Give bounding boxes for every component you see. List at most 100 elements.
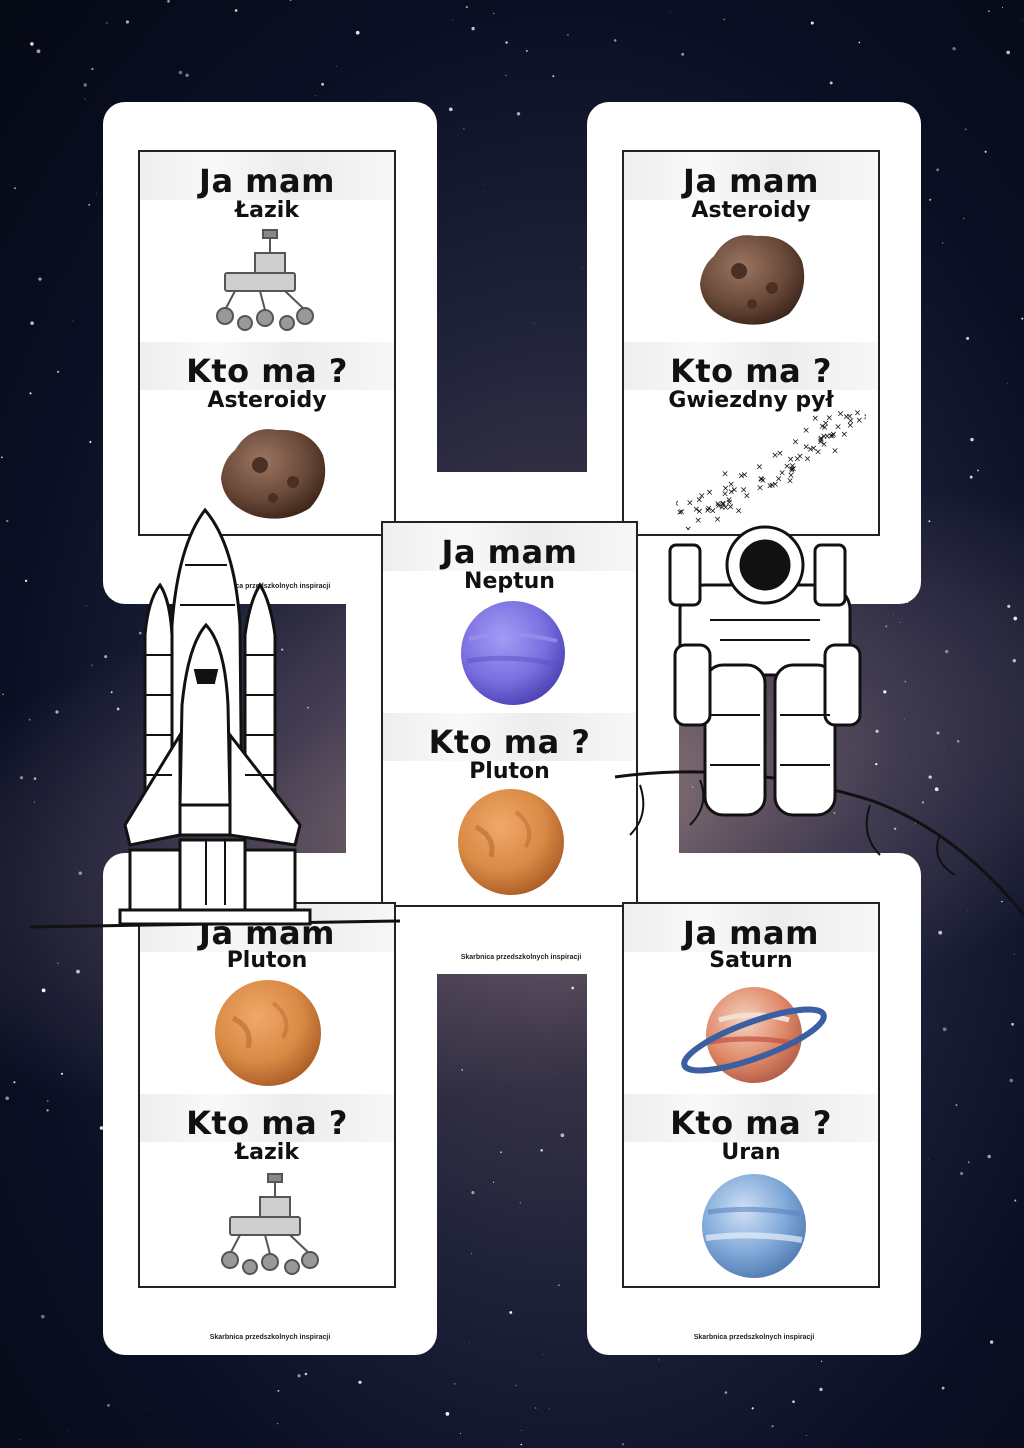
stardust-mark: × bbox=[789, 462, 797, 472]
stardust-mark: × bbox=[829, 432, 837, 442]
stardust-mark: × bbox=[827, 432, 835, 442]
i-have-item: Pluton bbox=[226, 948, 308, 973]
stardust-mark: × bbox=[804, 455, 812, 465]
stardust-mark: × bbox=[768, 481, 776, 491]
star bbox=[904, 680, 906, 683]
pluto-icon bbox=[215, 980, 321, 1086]
star bbox=[534, 1407, 537, 1409]
star bbox=[691, 786, 694, 788]
star bbox=[30, 321, 34, 325]
star bbox=[185, 73, 189, 78]
star bbox=[519, 1202, 521, 1204]
star bbox=[613, 39, 617, 42]
star bbox=[471, 1191, 475, 1195]
stardust-mark: × bbox=[771, 451, 779, 461]
star bbox=[148, 1407, 150, 1409]
stardust-mark: × bbox=[743, 491, 751, 501]
star bbox=[936, 731, 940, 735]
star bbox=[167, 0, 170, 3]
stardust-mark: × bbox=[802, 426, 810, 436]
stardust-mark: × bbox=[756, 484, 764, 494]
stardust-mark: × bbox=[706, 488, 714, 498]
who-has-heading: Kto ma ? bbox=[428, 723, 591, 761]
star bbox=[934, 787, 939, 792]
star bbox=[448, 107, 453, 112]
star bbox=[28, 718, 31, 721]
star bbox=[560, 1133, 565, 1138]
stardust-mark: × bbox=[756, 463, 764, 473]
star bbox=[469, 1342, 470, 1343]
star bbox=[1021, 317, 1024, 320]
i-have-heading: Ja mam bbox=[199, 162, 335, 200]
star bbox=[893, 827, 897, 831]
star bbox=[358, 1380, 362, 1384]
card-4: Ja mam Pluton Kto ma ? Łazik bbox=[138, 902, 396, 1288]
i-have-heading: Ja mam bbox=[683, 162, 819, 200]
star bbox=[47, 1100, 49, 1102]
stardust-mark: × bbox=[727, 480, 735, 490]
rover-icon bbox=[216, 229, 314, 331]
star bbox=[110, 691, 113, 694]
stardust-mark: × bbox=[796, 452, 804, 462]
credit-text: Skarbnica przedszkolnych inspiracji bbox=[209, 583, 331, 590]
star bbox=[952, 47, 956, 51]
star bbox=[1006, 382, 1008, 384]
star bbox=[505, 74, 507, 77]
who-has-item: Uran bbox=[721, 1140, 781, 1165]
star bbox=[540, 1148, 544, 1152]
star bbox=[571, 986, 575, 990]
star bbox=[452, 19, 454, 21]
stardust-mark: × bbox=[847, 421, 855, 431]
stardust-mark: × bbox=[772, 480, 780, 490]
star bbox=[38, 277, 42, 281]
stardust-mark: × bbox=[758, 475, 766, 485]
stardust-mark: × bbox=[792, 438, 800, 448]
stardust-mark: × bbox=[841, 430, 849, 440]
star bbox=[829, 81, 833, 85]
star bbox=[833, 812, 836, 814]
star bbox=[505, 41, 508, 44]
stardust-mark: × bbox=[790, 464, 798, 474]
star bbox=[40, 1314, 45, 1319]
star bbox=[567, 34, 569, 36]
star bbox=[928, 775, 932, 779]
star bbox=[471, 26, 475, 31]
star bbox=[904, 718, 905, 720]
star bbox=[967, 1161, 970, 1164]
who-has-item: Asteroidy bbox=[207, 388, 327, 413]
asteroid-icon bbox=[700, 235, 805, 325]
band-top bbox=[624, 152, 878, 200]
star bbox=[281, 648, 284, 651]
stardust-mark: × bbox=[807, 445, 815, 455]
stardust-mark: × bbox=[846, 412, 854, 422]
stardust-mark: × bbox=[817, 438, 825, 448]
star bbox=[658, 1359, 660, 1361]
star bbox=[955, 1104, 958, 1107]
stardust-mark: × bbox=[817, 434, 825, 444]
star bbox=[883, 690, 887, 694]
credit-text: Skarbnica przedszkolnych inspiracji bbox=[209, 1334, 331, 1341]
stardust-mark: × bbox=[823, 432, 831, 442]
star bbox=[1006, 50, 1011, 55]
stardust-mark: × bbox=[731, 486, 739, 496]
star bbox=[234, 9, 238, 12]
stardust-mark: × bbox=[694, 516, 702, 526]
stardust-mark: × bbox=[847, 417, 855, 427]
star bbox=[138, 631, 142, 635]
star bbox=[1013, 953, 1015, 955]
stardust-mark: × bbox=[728, 487, 736, 497]
star bbox=[1011, 1022, 1014, 1026]
star bbox=[19, 776, 24, 780]
stardust-mark: × bbox=[820, 440, 828, 450]
star bbox=[461, 1069, 464, 1071]
star bbox=[960, 1171, 964, 1176]
band-middle bbox=[140, 342, 394, 390]
star bbox=[805, 1434, 807, 1436]
saturn-icon bbox=[681, 987, 827, 1083]
star bbox=[445, 1412, 450, 1416]
star bbox=[520, 1443, 523, 1446]
star bbox=[106, 22, 108, 24]
star bbox=[945, 649, 949, 654]
stardust-mark: × bbox=[676, 499, 679, 509]
card-1: Ja mam Łazik Kto ma ? Asteroidy bbox=[138, 150, 396, 536]
